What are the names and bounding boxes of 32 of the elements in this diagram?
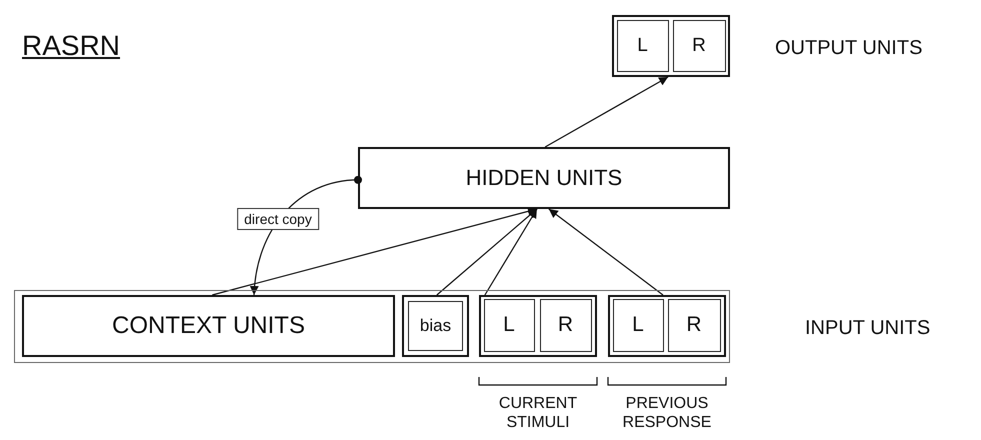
unit-label: L <box>637 34 648 56</box>
unit-box <box>668 298 720 352</box>
unit-box <box>612 298 664 352</box>
group-label: CURRENT STIMULI <box>498 394 578 432</box>
group-label: INPUT UNITS <box>805 316 932 340</box>
unit-label: CONTEXT UNITS <box>112 312 305 340</box>
group-box <box>608 295 726 357</box>
unit-box <box>616 20 668 72</box>
unit-box <box>672 20 726 72</box>
unit-label: R <box>558 313 574 337</box>
arrow <box>212 206 538 296</box>
unit-label: R <box>692 34 706 56</box>
group-box <box>479 295 597 357</box>
group-label: OUTPUT UNITS <box>775 36 924 60</box>
unit-box <box>540 298 592 352</box>
unit-label: L <box>503 313 515 337</box>
edge-label: direct copy <box>237 208 319 230</box>
group-box <box>612 15 730 77</box>
unit-box <box>358 147 730 209</box>
unit-box <box>22 295 395 357</box>
diagram-title: RASRN <box>22 30 120 62</box>
unit-label: HIDDEN UNITS <box>466 165 622 191</box>
group-label: PREVIOUS RESPONSE <box>622 394 712 432</box>
arrow <box>544 76 668 148</box>
unit-label: R <box>686 313 702 337</box>
unit-box <box>484 298 534 352</box>
unit-label: bias <box>408 301 463 351</box>
unit-label: L <box>632 313 644 337</box>
arrow <box>436 208 538 296</box>
group-box <box>14 290 730 363</box>
arrow <box>548 208 664 296</box>
bias-unit-box <box>402 295 469 357</box>
